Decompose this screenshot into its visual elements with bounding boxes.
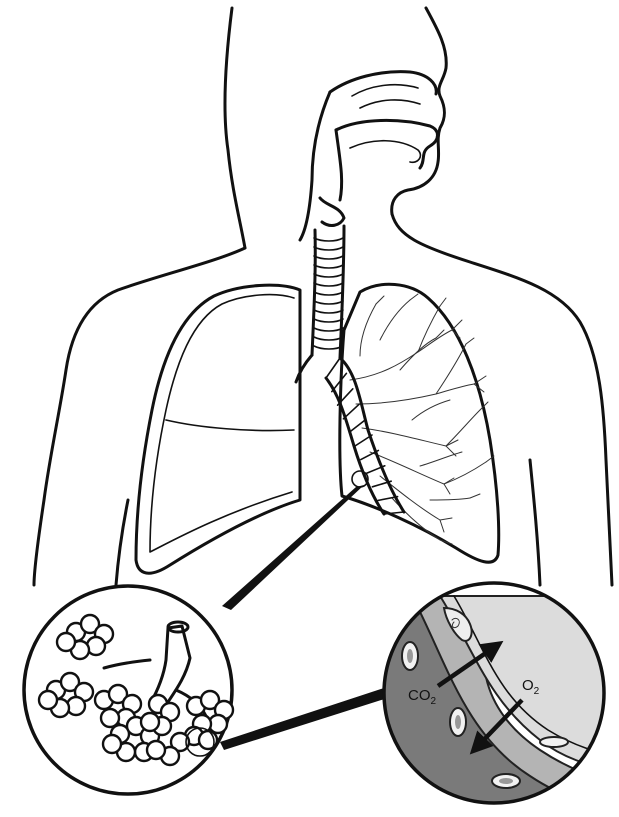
right-lung-fissure [166, 420, 294, 431]
alveoli-zoom-circle [24, 586, 233, 794]
bronchiole-branch [418, 306, 440, 352]
nasal-oral-cavity [300, 72, 438, 240]
trachea-ring [314, 319, 343, 322]
trachea-ring [314, 238, 343, 241]
bronchiole-twig [470, 494, 480, 498]
trachea-ring [314, 265, 343, 268]
head-back-outline [225, 8, 245, 248]
bronchiole-branch [412, 400, 450, 420]
bronchus-ring [332, 373, 347, 391]
epiglottis [320, 198, 344, 225]
oral-cavity-roof [336, 120, 438, 168]
alveolus [141, 713, 159, 731]
left-inner-arm-outline [116, 500, 128, 585]
right-lung-inner [150, 295, 294, 552]
zoom-connector-2 [220, 686, 394, 750]
alveolus [39, 691, 57, 709]
bronchiole-twig [440, 518, 452, 520]
pharynx-front [336, 130, 342, 200]
bronchiole-twig [446, 440, 458, 446]
red-blood-cell [540, 737, 568, 747]
bronchiole-twig [440, 298, 446, 306]
bronchi [296, 355, 404, 514]
bronchiole-twig [376, 296, 384, 304]
nasal-turbinate-1 [352, 85, 418, 96]
left-lung-outer [340, 284, 499, 562]
alveolus [103, 735, 121, 753]
trachea-ring [314, 346, 343, 349]
trachea-ring [314, 310, 343, 313]
bronchiole-twig [410, 294, 418, 300]
bronchiole-branch [356, 384, 474, 404]
bronchiole-branch [430, 498, 470, 500]
trachea-ring [314, 256, 343, 259]
left-shoulder-outline [34, 248, 245, 585]
alveolus [147, 741, 165, 759]
right-lung [136, 285, 300, 573]
trachea-ring [314, 283, 343, 286]
bronchus-ring [326, 358, 340, 378]
trachea-ring [314, 292, 343, 295]
bronchiole-branch [360, 304, 376, 356]
trachea-ring [314, 247, 343, 250]
trachea [312, 226, 344, 358]
alveolus [101, 709, 119, 727]
face-profile-outline [392, 8, 447, 214]
alveolus [57, 633, 75, 651]
right-lung-outer [136, 285, 300, 573]
nasal-turbinate-2 [360, 100, 420, 108]
right-inner-arm-outline [530, 460, 540, 585]
trachea-ring [314, 301, 343, 304]
bronchiole-twig [444, 484, 450, 494]
bronchiole-branch [362, 428, 446, 446]
bronchiole-branch [446, 410, 480, 446]
nasal-cavity-top [330, 72, 436, 94]
trachea-ring [314, 337, 343, 340]
bronchiole-twig [446, 446, 456, 456]
trachea-ring [314, 274, 343, 277]
body-outline [34, 8, 612, 585]
bronchiole-twig [452, 320, 462, 330]
bronchus-ring [355, 435, 372, 446]
left-lung [340, 284, 499, 562]
bronchus-ring [343, 404, 359, 419]
tongue-outline [350, 141, 420, 163]
bronchiole-branch [380, 300, 410, 340]
bronchiole-twig [466, 338, 474, 344]
bronchiole-twig [440, 520, 444, 532]
right-main-bronchus [296, 355, 312, 382]
pharynx-outline [300, 92, 330, 240]
bronchus-ring [349, 420, 365, 433]
trachea-ring [314, 328, 343, 331]
bronchiole-branch [420, 452, 462, 466]
gas-exchange-zoom-circle: CO2 O2 [370, 583, 619, 817]
trachea-rings [314, 238, 343, 349]
